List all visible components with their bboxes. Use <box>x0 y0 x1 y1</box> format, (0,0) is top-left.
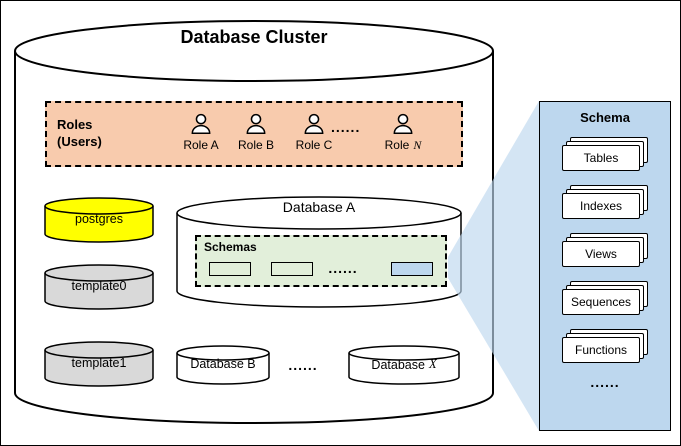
zoom-beam <box>448 101 539 431</box>
database-a-title: Database A <box>282 199 356 215</box>
user-icon <box>304 113 324 134</box>
schema-rect-2 <box>271 262 313 276</box>
template1-cylinder <box>44 341 154 387</box>
roles-label: Roles (Users) <box>57 117 102 151</box>
role-label: Role C <box>295 138 333 152</box>
schemas-ellipsis: ...... <box>328 260 358 276</box>
schema-stack-tables: Tables <box>562 137 648 171</box>
schemas-label: Schemas <box>204 240 257 254</box>
schema-rect-1 <box>209 262 251 276</box>
user-icon <box>246 113 266 134</box>
stack-card-label: Views <box>562 241 640 267</box>
user-icon <box>393 113 413 134</box>
role-n-prefix: Role <box>384 138 410 152</box>
schema-panel-ellipsis: ...... <box>590 374 620 390</box>
template1-label: template1 <box>71 356 127 370</box>
database-b-cylinder <box>176 345 270 385</box>
role-label: Role A <box>183 138 219 152</box>
template1-cylinder-top-arc <box>44 349 154 359</box>
role-item-b: Role B <box>229 111 283 152</box>
database-a-cylinder-top-arc <box>176 212 462 230</box>
role-label: Role B <box>237 138 275 152</box>
stack-card-label: Tables <box>562 145 640 171</box>
database-x-letter: X <box>428 357 437 371</box>
cluster-title: Database Cluster <box>180 27 328 47</box>
database-b-cylinder-top-arc <box>176 352 270 361</box>
schema-stack-functions: Functions <box>562 329 648 363</box>
schema-stack-indexes: Indexes <box>562 185 648 219</box>
template0-cylinder-top-arc <box>44 272 154 282</box>
databases-ellipsis: ...... <box>288 357 318 373</box>
database-b-label: Database B <box>190 357 256 371</box>
database-x-cylinder <box>348 345 460 385</box>
schemas-box: Schemas ...... <box>195 235 447 287</box>
schema-stack-sequences: Sequences <box>562 281 648 315</box>
database-x-prefix: Database <box>371 357 425 372</box>
postgres-cylinder <box>44 197 154 243</box>
user-icon <box>191 113 211 134</box>
stack-card-label: Functions <box>562 337 640 363</box>
role-item-a: Role A <box>174 111 228 152</box>
stack-card-label: Sequences <box>562 289 640 315</box>
roles-box: Roles (Users) Role A Role B Role C .. <box>45 101 463 167</box>
template0-cylinder <box>44 264 154 310</box>
schema-stack-views: Views <box>562 233 648 267</box>
template0-label: template0 <box>71 279 127 293</box>
schema-panel-title: Schema <box>580 110 630 125</box>
cluster-cylinder-top-arc <box>14 50 494 82</box>
role-n-letter: N <box>413 138 422 152</box>
schema-rect-highlight <box>391 262 433 276</box>
postgres-label: postgres <box>75 212 123 226</box>
schema-panel: Schema Tables Indexes Views Sequences Fu… <box>539 101 671 431</box>
stack-card-label: Indexes <box>562 193 640 219</box>
roles-label-line2: (Users) <box>57 133 102 149</box>
postgres-cylinder-top-arc <box>44 205 154 215</box>
roles-label-line1: Roles <box>57 117 93 132</box>
roles-ellipsis: ...... <box>331 119 361 135</box>
role-item-c: Role C <box>287 111 341 152</box>
database-x-cylinder-top-arc <box>348 352 460 361</box>
